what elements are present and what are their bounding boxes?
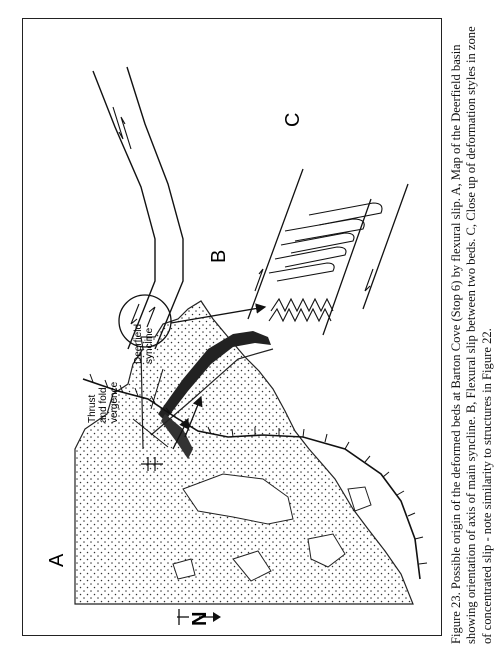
closeup-bed-outer-upper <box>247 168 304 320</box>
panel-a-map: Thrust and fold vergence Deerfield syncl… <box>46 300 428 605</box>
thrust-label-line1: Thrust <box>87 394 98 423</box>
thrust-label-line3: vergence <box>109 381 120 423</box>
vergence-arrow <box>184 395 203 438</box>
panel-c-closeup: C <box>247 113 409 336</box>
syncline-pointer <box>150 368 164 410</box>
thrust-label: Thrust and fold vergence <box>87 381 120 423</box>
syncline-label-line1: Deerfield <box>133 324 144 364</box>
syncline-label: Deerfield syncline <box>133 324 155 364</box>
zoom-arrow <box>170 303 267 324</box>
syncline-axis <box>150 348 274 436</box>
panel-b-beds: B <box>92 66 267 350</box>
fold-symbols <box>141 457 163 471</box>
thrust-pointer <box>132 418 169 448</box>
slip-zone-circle <box>118 294 172 348</box>
panel-label-a: A <box>46 553 68 567</box>
slip-arrows <box>112 106 156 328</box>
inlier-shape <box>172 558 196 580</box>
north-label: N <box>189 612 211 626</box>
caption-line-1: Figure 23. Possible origin of the deform… <box>449 44 463 645</box>
thrust-label-line2: and fold <box>98 387 109 423</box>
panel-label-c: C <box>282 113 304 127</box>
syncline-dark-bed <box>161 414 193 459</box>
bed-boundary-upper <box>92 70 156 350</box>
inlier-shape <box>347 486 372 512</box>
figure-frame: Thrust and fold vergence Deerfield syncl… <box>22 18 442 636</box>
caption-line-3: of concentrated slip - note similarity t… <box>479 328 494 644</box>
bed-boundary-lower <box>126 66 184 350</box>
syncline-label-line2: syncline <box>144 327 155 364</box>
inlier-shape <box>182 473 294 525</box>
figure-drawing: Thrust and fold vergence Deerfield syncl… <box>46 66 428 626</box>
vergence-arrow <box>172 417 189 450</box>
closeup-slip-arrows <box>254 268 374 292</box>
syncline-limb <box>140 348 144 450</box>
closeup-bed-outer-lower <box>362 183 409 310</box>
inlier-shape <box>232 550 272 582</box>
border-fault-line <box>82 378 421 580</box>
north-arrow: N <box>177 609 221 626</box>
chevron-folds <box>268 297 334 323</box>
caption-line-2: showing orientation of axis of main sync… <box>464 26 479 644</box>
recumbent-folds <box>268 202 383 282</box>
fault-hachures <box>89 373 428 565</box>
panel-label-b: B <box>208 250 230 263</box>
inlier-shape <box>307 533 346 568</box>
figure-caption: Figure 23. Possible origin of the deform… <box>449 12 499 644</box>
basin-stipple-area <box>74 300 414 605</box>
